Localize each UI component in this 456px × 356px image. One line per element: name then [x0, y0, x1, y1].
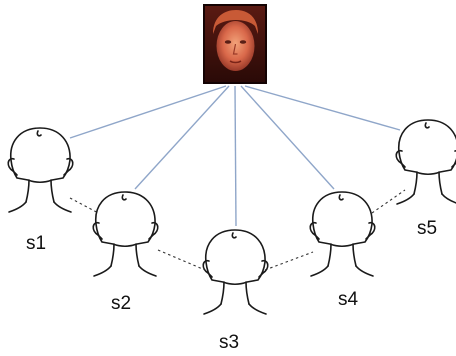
head-label-s3: s3 — [219, 332, 239, 353]
neighbor-links — [69, 189, 406, 271]
head-outline-icon — [7, 127, 74, 213]
head-s2: s2 — [92, 191, 159, 314]
link-s2-s3 — [157, 249, 206, 271]
head-s1: s1 — [7, 127, 74, 254]
head-s4: s4 — [309, 191, 376, 310]
head-label-s5: s5 — [417, 218, 437, 239]
link-s4-s5 — [371, 189, 406, 214]
head-label-s4: s4 — [338, 289, 359, 310]
head-outline-icon — [395, 119, 456, 205]
link-s3-s4 — [264, 251, 314, 271]
head-s3: s3 — [202, 229, 269, 353]
link-face-s3 — [234, 85, 237, 227]
link-face-s1 — [69, 85, 227, 139]
link-face-s4 — [240, 85, 335, 190]
head-outline-icon — [202, 229, 269, 315]
link-s1-s2 — [69, 197, 105, 217]
link-face-s5 — [244, 85, 401, 131]
head-label-s1: s1 — [26, 233, 46, 254]
link-face-s2 — [134, 85, 230, 190]
face-to-head-links — [69, 85, 401, 227]
head-label-s2: s2 — [111, 293, 131, 314]
head-s5: s5 — [395, 119, 456, 239]
face-photo — [203, 4, 267, 84]
head-outline-icon — [92, 191, 159, 277]
head-outline-icon — [309, 191, 376, 277]
